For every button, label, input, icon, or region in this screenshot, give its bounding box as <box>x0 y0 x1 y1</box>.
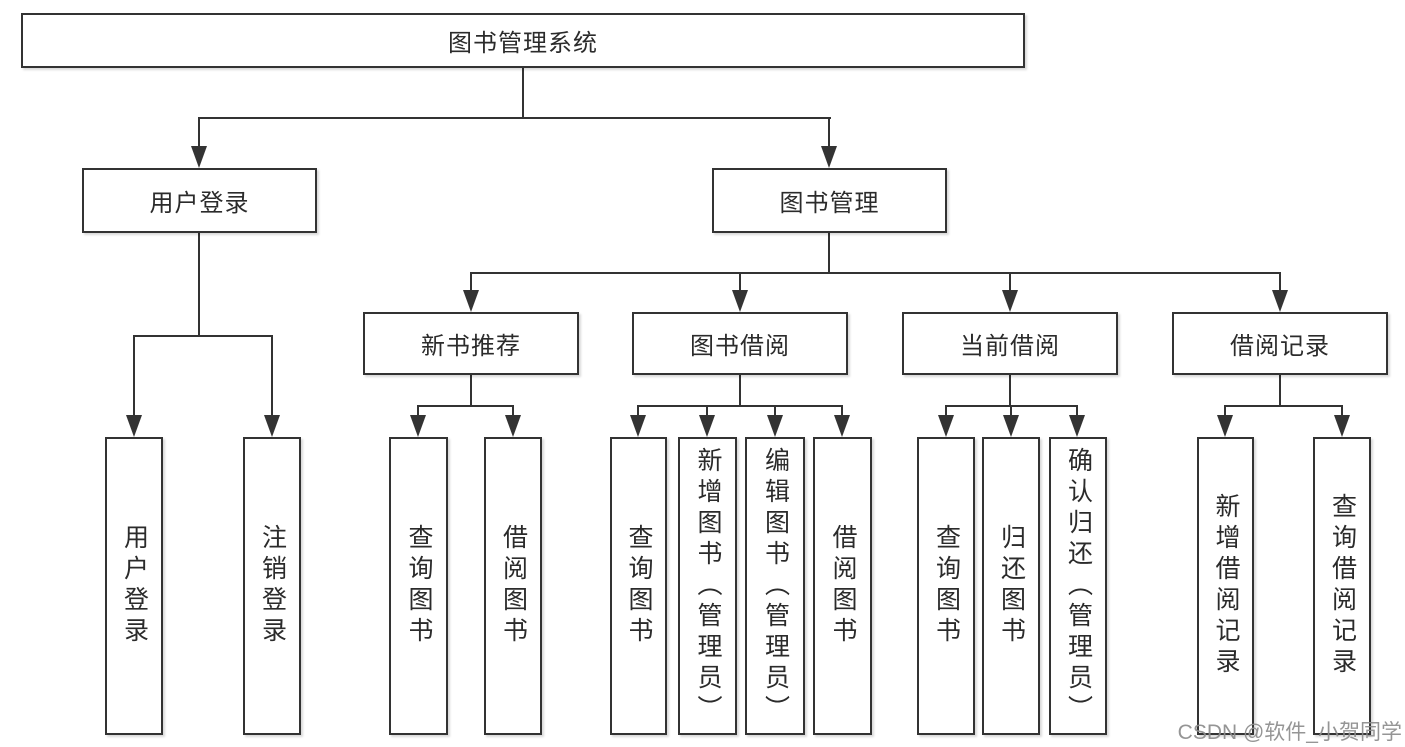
arrow-down-icon <box>1002 290 1018 312</box>
connector-line <box>512 405 514 415</box>
leaf-user-login: 用户登录 <box>105 437 163 735</box>
arrow-down-icon <box>699 415 715 437</box>
arrow-down-icon <box>1217 415 1233 437</box>
leaf-add-borrow-record-label: 新增借阅记录 <box>1212 493 1240 679</box>
node-book-borrow-label: 图书借阅 <box>690 333 790 360</box>
node-user-login: 用户登录 <box>82 168 317 233</box>
connector-line <box>271 335 273 415</box>
arrow-down-icon <box>264 415 280 437</box>
arrow-down-icon <box>1069 415 1085 437</box>
leaf-query-books-recommend: 查询图书 <box>389 437 448 735</box>
leaf-query-books-current-label: 查询图书 <box>932 524 961 648</box>
connector-line <box>1009 375 1011 405</box>
csdn-watermark: CSDN @软件_小贺同学 <box>1177 721 1402 744</box>
connector-line <box>706 405 708 415</box>
connector-line <box>945 405 947 415</box>
leaf-edit-book-admin: 编辑图书（管理员） <box>745 437 805 735</box>
node-book-management: 图书管理 <box>712 168 947 233</box>
connector-line <box>1009 272 1011 290</box>
leaf-borrow-books: 借阅图书 <box>813 437 872 735</box>
node-current-borrow-label: 当前借阅 <box>960 333 1060 360</box>
node-book-borrow: 图书借阅 <box>632 312 848 375</box>
leaf-logout-label: 注销登录 <box>258 524 287 648</box>
leaf-confirm-return-admin: 确认归还（管理员） <box>1049 437 1107 735</box>
leaf-edit-book-admin-label: 编辑图书（管理员） <box>761 446 790 726</box>
connector-line <box>1076 405 1078 415</box>
connector-line <box>470 272 1281 274</box>
leaf-borrow-books-recommend-label: 借阅图书 <box>499 524 528 648</box>
node-new-book-recommend: 新书推荐 <box>363 312 579 375</box>
connector-line <box>637 405 639 415</box>
leaf-return-book: 归还图书 <box>982 437 1040 735</box>
arrow-down-icon <box>630 415 646 437</box>
connector-line <box>133 335 135 415</box>
connector-line <box>1279 375 1281 405</box>
leaf-add-borrow-record: 新增借阅记录 <box>1197 437 1254 735</box>
arrow-down-icon <box>767 415 783 437</box>
arrow-down-icon <box>732 290 748 312</box>
connector-line <box>828 117 830 146</box>
arrow-down-icon <box>191 146 207 168</box>
connector-line <box>739 375 741 405</box>
leaf-add-book-admin-label: 新增图书（管理员） <box>694 446 722 726</box>
connector-line <box>841 405 843 415</box>
arrow-down-icon <box>1003 415 1019 437</box>
leaf-query-borrow-record: 查询借阅记录 <box>1313 437 1371 735</box>
connector-line <box>198 117 831 119</box>
node-borrow-record: 借阅记录 <box>1172 312 1388 375</box>
connector-line <box>1341 405 1343 415</box>
connector-line <box>739 272 741 290</box>
leaf-query-books-current: 查询图书 <box>917 437 975 735</box>
leaf-add-book-admin: 新增图书（管理员） <box>678 437 737 735</box>
connector-line <box>828 233 830 274</box>
connector-line <box>417 405 419 415</box>
node-current-borrow: 当前借阅 <box>902 312 1118 375</box>
connector-line <box>637 405 843 407</box>
node-borrow-record-label: 借阅记录 <box>1230 333 1330 360</box>
node-book-management-label: 图书管理 <box>779 190 880 217</box>
connector-line <box>198 233 200 335</box>
arrow-down-icon <box>938 415 954 437</box>
arrow-down-icon <box>126 415 142 437</box>
connector-line <box>1224 405 1226 415</box>
arrow-down-icon <box>505 415 521 437</box>
arrow-down-icon <box>410 415 426 437</box>
node-library-system-label: 图书管理系统 <box>448 30 598 57</box>
leaf-query-books-borrow-label: 查询图书 <box>625 524 653 648</box>
leaf-query-books-borrow: 查询图书 <box>610 437 667 735</box>
connector-line <box>470 272 472 290</box>
leaf-logout: 注销登录 <box>243 437 301 735</box>
arrow-down-icon <box>463 290 479 312</box>
node-new-book-recommend-label: 新书推荐 <box>421 333 521 360</box>
connector-line <box>522 68 524 117</box>
leaf-confirm-return-admin-label: 确认归还（管理员） <box>1064 446 1093 726</box>
node-library-system: 图书管理系统 <box>21 13 1025 68</box>
connector-line <box>470 375 472 405</box>
leaf-borrow-books-recommend: 借阅图书 <box>484 437 542 735</box>
leaf-return-book-label: 归还图书 <box>997 524 1026 648</box>
connector-line <box>1010 405 1012 415</box>
arrow-down-icon <box>1272 290 1288 312</box>
arrow-down-icon <box>834 415 850 437</box>
connector-line <box>198 117 200 146</box>
connector-line <box>417 405 514 407</box>
connector-line <box>774 405 776 415</box>
arrow-down-icon <box>821 146 837 168</box>
arrow-down-icon <box>1334 415 1350 437</box>
connector-line <box>1279 272 1281 290</box>
leaf-user-login-label: 用户登录 <box>120 524 149 648</box>
leaf-query-borrow-record-label: 查询借阅记录 <box>1328 493 1357 679</box>
connector-line <box>133 335 273 337</box>
connector-line <box>1224 405 1342 407</box>
node-user-login-label: 用户登录 <box>149 190 250 217</box>
leaf-borrow-books-label: 借阅图书 <box>829 524 857 648</box>
leaf-query-books-recommend-label: 查询图书 <box>405 524 433 648</box>
